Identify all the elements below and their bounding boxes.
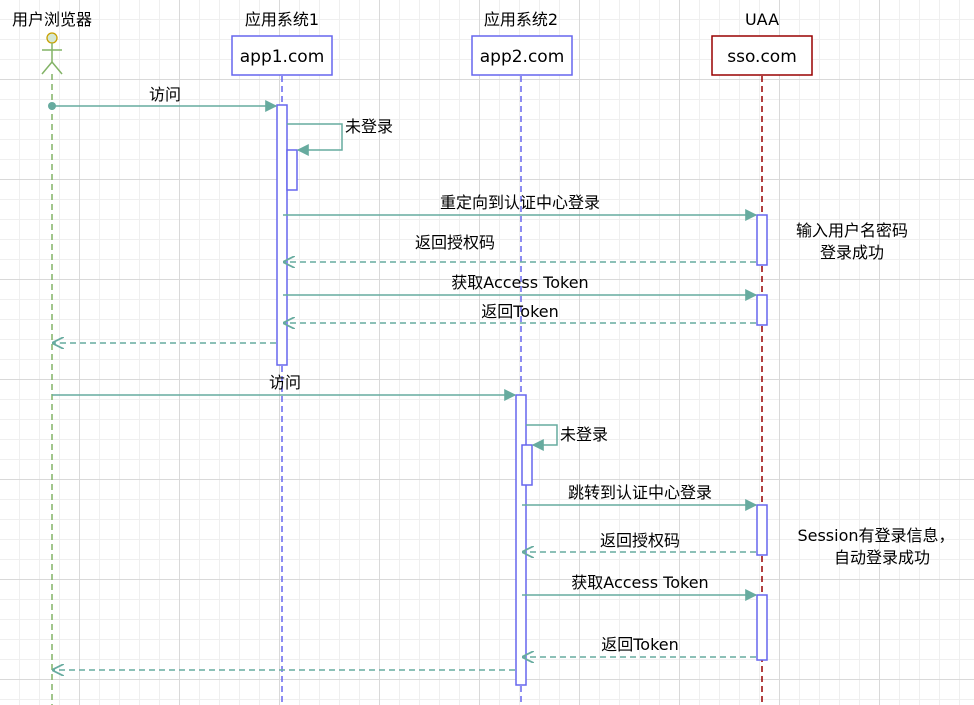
user-actor-icon	[41, 32, 63, 75]
app1-box	[231, 35, 333, 76]
message-label: 返回Token	[481, 302, 559, 321]
message-label: 返回授权码	[600, 531, 680, 550]
app1-activation	[276, 104, 288, 366]
sso-activation-3	[756, 504, 768, 556]
app1-box-label: app1.com	[240, 47, 325, 67]
app1-self-activation	[286, 149, 298, 191]
note-text: 自动登录成功	[834, 548, 930, 567]
sso-box	[711, 35, 813, 76]
message-label: 未登录	[345, 117, 393, 136]
message-label: 获取Access Token	[571, 573, 708, 592]
sso-activation-2	[756, 294, 768, 326]
message-label: 跳转到认证中心登录	[568, 483, 712, 502]
sso-box-label: sso.com	[727, 47, 797, 67]
message-label: 重定向到认证中心登录	[440, 193, 600, 212]
message-label: 未登录	[560, 425, 608, 444]
message-label: 访问	[149, 85, 181, 104]
note-text: 输入用户名密码	[796, 221, 908, 240]
message-label: 返回Token	[601, 635, 679, 654]
app2-title: 应用系统2	[484, 10, 558, 29]
note-text: 登录成功	[820, 243, 884, 262]
browser-title: 用户浏览器	[12, 10, 92, 29]
app1-title: 应用系统1	[245, 10, 319, 29]
app2-self-activation	[521, 444, 533, 486]
self-message-arrow	[526, 424, 558, 451]
note-text: Session有登录信息，	[797, 526, 954, 545]
sso-title: UAA	[745, 10, 779, 29]
app2-box-label: app2.com	[480, 47, 565, 67]
app2-box	[471, 35, 573, 76]
self-message-arrow	[287, 123, 343, 156]
sso-activation-1	[756, 214, 768, 266]
app2-activation	[515, 394, 527, 686]
message-label: 获取Access Token	[451, 273, 588, 292]
message-label: 返回授权码	[415, 233, 495, 252]
sso-activation-4	[756, 594, 768, 661]
message-label: 访问	[269, 373, 301, 392]
